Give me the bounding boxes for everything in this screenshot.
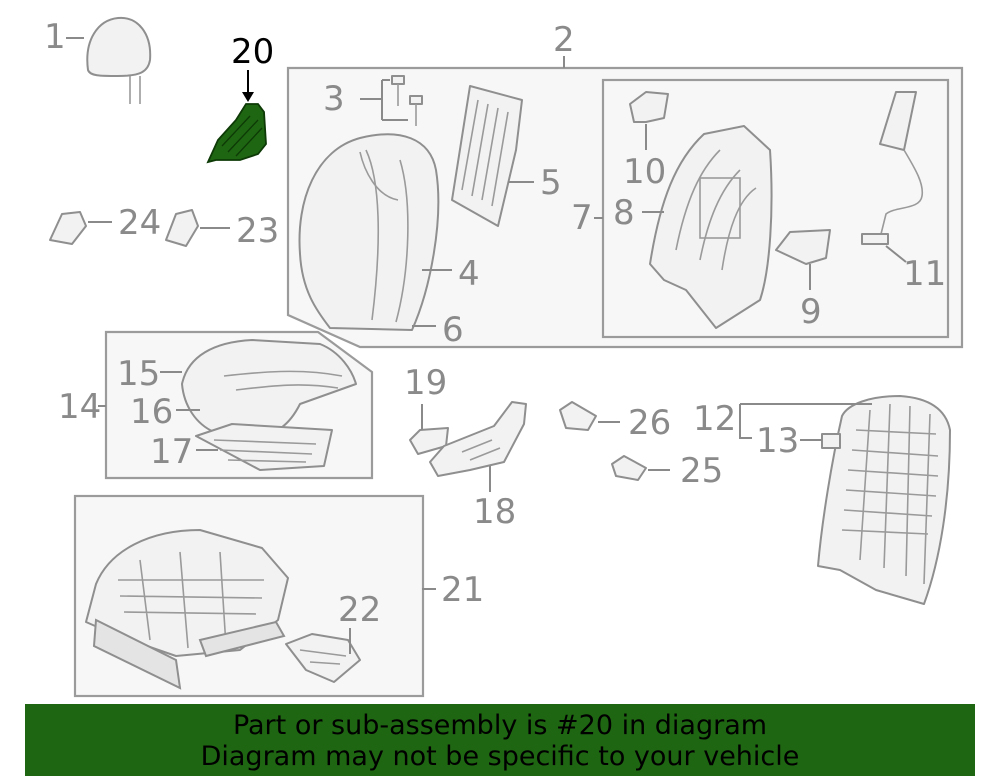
callout-5: 5 <box>540 163 562 203</box>
callout-9: 9 <box>800 292 822 332</box>
callout-15: 15 <box>117 354 160 394</box>
bolt-part-3[interactable] <box>360 75 423 126</box>
footer-banner: Part or sub-assembly is #20 in diagram D… <box>25 704 975 776</box>
switch-part-22[interactable] <box>285 628 361 683</box>
callout-7: 7 <box>571 198 593 238</box>
callout-3: 3 <box>323 79 345 119</box>
callout-24: 24 <box>118 203 161 243</box>
clip-part-25[interactable] <box>611 455 670 481</box>
heater-mat-part-5[interactable] <box>451 85 534 227</box>
callout-25: 25 <box>680 451 723 491</box>
back-panel-part-12[interactable] <box>739 395 951 605</box>
callout-4: 4 <box>458 254 480 294</box>
callout-13: 13 <box>756 421 799 461</box>
clip-part-24[interactable] <box>49 211 112 245</box>
callout-17: 17 <box>150 432 193 472</box>
callout-12: 12 <box>693 399 736 439</box>
bracket-part-10[interactable] <box>629 91 669 150</box>
callout-10: 10 <box>623 152 666 192</box>
callout-23: 23 <box>236 211 279 251</box>
bracket-part-9[interactable] <box>775 229 831 290</box>
backrest-cover-part[interactable] <box>298 133 453 331</box>
side-shield-part-18[interactable] <box>429 401 527 492</box>
callout-14: 14 <box>58 387 101 427</box>
side-airbag-part-11[interactable] <box>861 91 924 263</box>
clip-part-13[interactable] <box>800 433 841 449</box>
callout-2: 2 <box>553 20 575 60</box>
backrest-frame-part-8[interactable] <box>642 125 773 329</box>
seat-track-part-21[interactable] <box>85 529 436 690</box>
callout-6: 6 <box>442 310 464 350</box>
callout-16: 16 <box>130 392 173 432</box>
callout-22: 22 <box>338 590 381 630</box>
clip-part-26[interactable] <box>559 401 620 431</box>
cushion-cover-part[interactable] <box>160 339 357 437</box>
callout-26: 26 <box>628 403 671 443</box>
callout-19: 19 <box>404 363 447 403</box>
footer-line-2: Diagram may not be specific to your vehi… <box>200 741 800 772</box>
callout-11: 11 <box>903 254 946 294</box>
callout-20: 20 <box>231 32 274 72</box>
footer-line-1: Part or sub-assembly is #20 in diagram <box>232 710 768 741</box>
part-20-highlighted[interactable] <box>206 70 267 164</box>
callout-21: 21 <box>441 570 484 610</box>
cushion-heater-part-17[interactable] <box>195 423 333 471</box>
clip-part-23[interactable] <box>165 209 230 247</box>
callout-1: 1 <box>44 17 66 57</box>
callout-8: 8 <box>613 193 635 233</box>
headrest-part[interactable] <box>86 16 152 104</box>
callout-18: 18 <box>473 492 516 532</box>
knob-part-19[interactable] <box>409 404 449 455</box>
